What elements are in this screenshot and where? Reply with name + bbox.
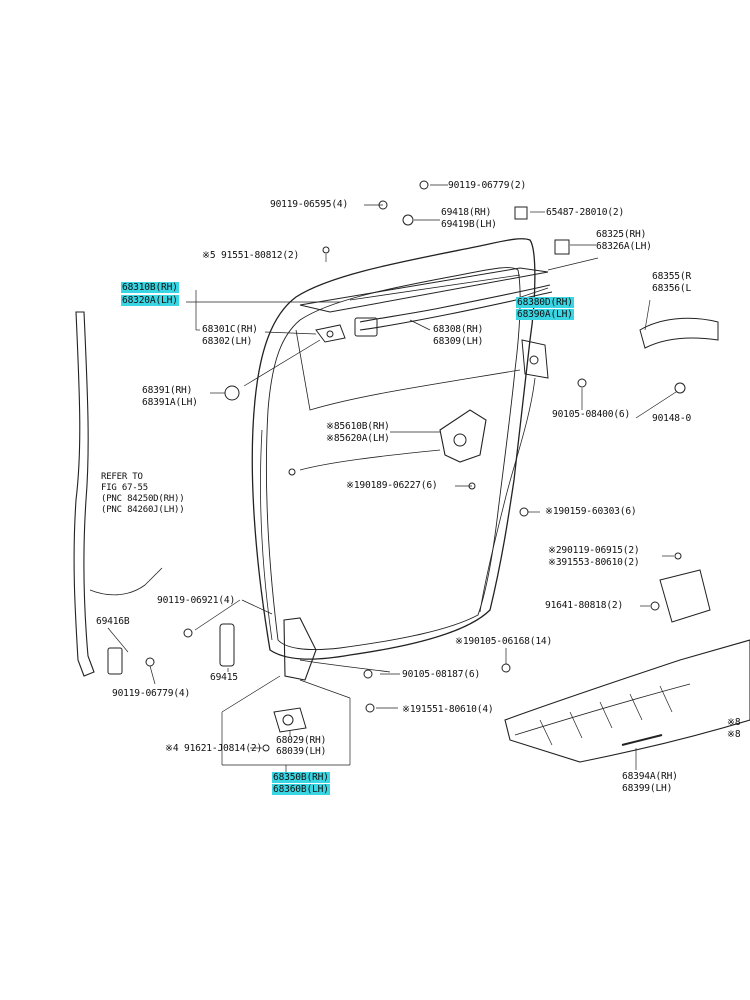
label-68350b-text: 68350B(RH) <box>272 772 330 783</box>
bumper-68391 <box>224 385 240 401</box>
rear-lock <box>521 339 549 379</box>
label-90119-06595: 90119-06595(4) <box>270 199 349 210</box>
label-68039: 68039(LH) <box>276 746 327 757</box>
label-68309: 68309(LH) <box>433 336 484 347</box>
label-90189-06227: ※190189-06227(6) <box>346 480 438 491</box>
label-68380d: 68380D(RH) <box>516 297 574 308</box>
label-68350b: 68350B(RH) <box>272 772 330 783</box>
label-right-edge-b: ※8 <box>727 729 741 740</box>
label-right-edge-a: ※8 <box>727 717 741 728</box>
label-68326a: 68326A(LH) <box>596 241 652 252</box>
lock-assembly <box>439 409 487 463</box>
label-90105-08187: 90105-08187(6) <box>402 669 481 680</box>
label-69419b: 69419B(LH) <box>441 219 497 230</box>
label-68310b: 68310B(RH) <box>121 282 179 293</box>
label-91551-80812: ※5 91551-80812(2) <box>202 250 300 261</box>
label-68360b: 68360B(LH) <box>272 784 330 795</box>
label-65487-28010: 65487-28010(2) <box>546 207 625 218</box>
label-90105-06168: ※190105-06168(14) <box>455 636 553 647</box>
upper-roller-bracket <box>315 324 346 343</box>
center-rail-arm <box>359 284 551 323</box>
bracket-65487 <box>514 206 528 220</box>
bolt-91621 <box>262 744 270 752</box>
label-68320a: 68320A(LH) <box>121 295 179 306</box>
bolt-91551-80610 <box>365 703 375 713</box>
label-68380d-text: 68380D(RH) <box>516 297 574 308</box>
label-91641-80818: 91641-80818(2) <box>545 600 624 611</box>
bolt-90105-06168 <box>501 663 511 673</box>
roller-assembly <box>354 317 378 337</box>
label-68390a-text: 68390A(LH) <box>516 309 574 320</box>
rod-68394a <box>621 734 663 746</box>
label-68308: 68308(RH) <box>433 324 484 335</box>
label-refer-fig: FIG 67-55 <box>101 483 148 493</box>
label-68355: 68355(R <box>652 271 692 282</box>
fastener-69418 <box>402 214 414 226</box>
label-68391: 68391(RH) <box>142 385 193 396</box>
label-90119-06779-top: 90119-06779(2) <box>448 180 527 191</box>
lower-hinge <box>283 617 317 681</box>
bolt-90119-06779 <box>145 657 155 667</box>
bolt-90119-06921 <box>183 628 193 638</box>
label-68399: 68399(LH) <box>622 783 673 794</box>
label-68320a-text: 68320A(LH) <box>121 295 179 306</box>
label-85610b: ※85610B(RH) <box>326 421 390 432</box>
bolt-91641 <box>650 601 660 611</box>
label-90105-08400: 90105-08400(6) <box>552 409 631 420</box>
label-68360b-text: 68360B(LH) <box>272 784 330 795</box>
bolt-90159 <box>519 507 529 517</box>
fastener-top <box>419 180 429 190</box>
label-refer-pnc-lh: (PNC 84260J(LH)) <box>101 505 185 515</box>
label-69416b: 69416B <box>96 616 130 627</box>
label-68302: 68302(LH) <box>202 336 253 347</box>
label-391553-80610: ※391553-80610(2) <box>548 557 640 568</box>
part-69416b <box>107 647 123 675</box>
label-91621-j0814: ※4 91621-J0814(2) <box>165 743 263 754</box>
part-69415 <box>219 623 235 667</box>
bolt-91551-80812 <box>322 246 330 254</box>
label-90159-60303: ※190159-60303(6) <box>545 506 637 517</box>
label-68390a: 68390A(LH) <box>516 309 574 320</box>
label-91551-80610: ※191551-80610(4) <box>402 704 494 715</box>
lower-arm-bracket <box>659 569 711 623</box>
label-68029: 68029(RH) <box>276 735 327 746</box>
label-68325: 68325(RH) <box>596 229 647 240</box>
label-90119-06779-bottom: 90119-06779(4) <box>112 688 191 699</box>
door-frame-outer <box>251 238 536 660</box>
label-68391a: 68391A(LH) <box>142 397 198 408</box>
label-69418: 69418(RH) <box>441 207 492 218</box>
weatherstrip <box>73 311 95 677</box>
bolt-90105-08400 <box>577 378 587 388</box>
lower-rail-assembly <box>504 639 750 763</box>
outside-handle <box>639 317 719 349</box>
label-90119-06921: 90119-06921(4) <box>157 595 236 606</box>
label-85620a: ※85620A(LH) <box>326 433 390 444</box>
upper-rail <box>299 267 549 313</box>
lower-roller <box>273 707 307 733</box>
label-refer-pnc-rh: (PNC 84250D(RH)) <box>101 494 185 504</box>
label-290119-06915: ※290119-06915(2) <box>548 545 640 556</box>
label-68356: 68356(L <box>652 283 692 294</box>
label-69415: 69415 <box>210 672 238 683</box>
bolt-90105-08187 <box>363 669 373 679</box>
weatherstrip-cable <box>89 567 163 596</box>
door-frame-inner <box>266 267 521 650</box>
bracket-68325 <box>554 239 570 255</box>
label-90148: 90148-0 <box>652 413 692 424</box>
label-68394a: 68394A(RH) <box>622 771 678 782</box>
bolt-290119 <box>674 552 682 560</box>
label-68301c: 68301C(RH) <box>202 324 258 335</box>
door-window-edge <box>295 329 521 411</box>
label-68310b-text: 68310B(RH) <box>121 282 179 293</box>
label-refer-to: REFER TO <box>101 472 143 482</box>
